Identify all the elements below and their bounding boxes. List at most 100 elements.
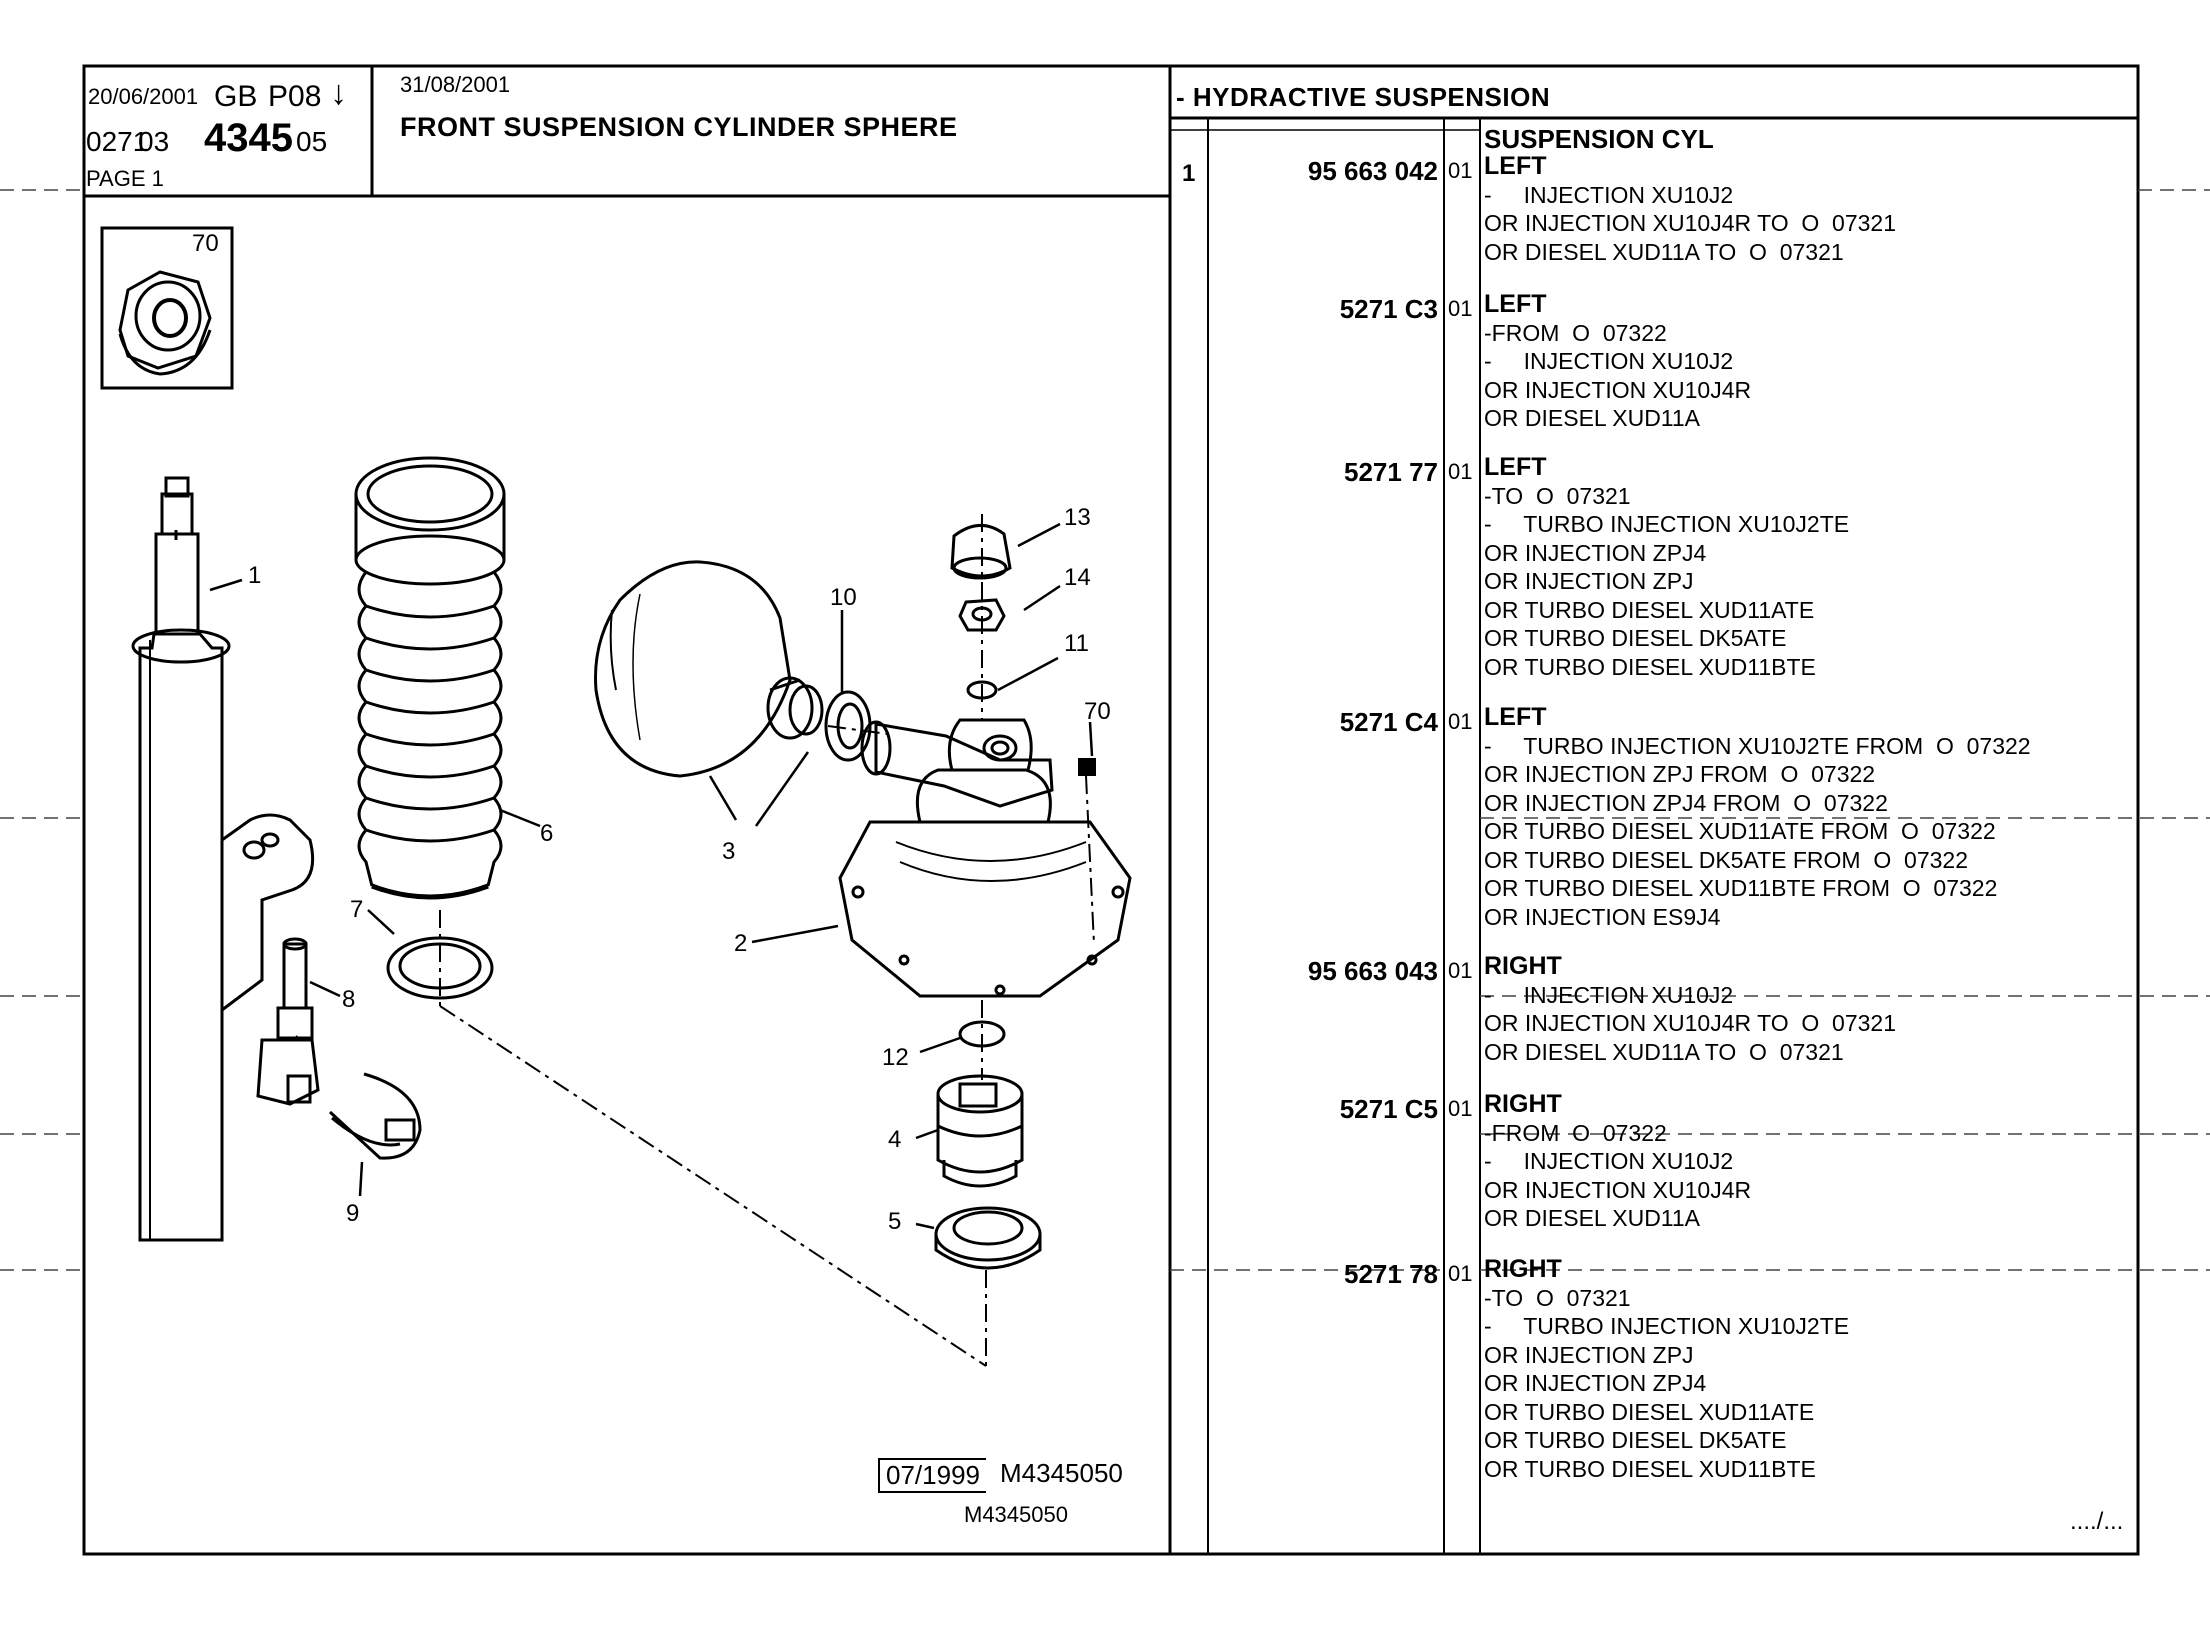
callout-13: 13 (1064, 504, 1091, 531)
diagram-date: 07/1999 (878, 1458, 986, 1493)
part-number: 5271 C3 (1339, 294, 1438, 324)
part-application-line: - INJECTION XU10J2 (1484, 981, 1734, 1008)
callout-14: 14 (1064, 564, 1091, 591)
part-application-line: OR INJECTION ZPJ4 (1484, 1370, 1707, 1396)
callout-12: 12 (882, 1044, 909, 1071)
page-label: PAGE 1 (86, 166, 164, 191)
part-side-label: LEFT (1484, 290, 1547, 318)
part-quantity: 01 (1448, 296, 1473, 321)
valve-4-drawing (936, 1074, 1024, 1188)
diagram-reference: M4345050 (1000, 1458, 1123, 1488)
part-application-line: OR TURBO DIESEL XUD11ATE FROM O 07322 (1484, 818, 1996, 844)
part-quantity: 01 (1448, 1096, 1473, 1121)
part-application-line: OR TURBO DIESEL XUD11ATE (1484, 1398, 1815, 1425)
part-application-line: -TO O 07321 (1484, 1284, 1631, 1311)
part-application-line: OR DIESEL XUD11A TO O 07321 (1484, 238, 1844, 265)
part-application-line: - INJECTION XU10J2 (1484, 348, 1734, 374)
column-title: SUSPENSION CYL (1484, 124, 1714, 154)
part-application-line: OR INJECTION ZPJ4 (1484, 539, 1707, 566)
page-code: P08 (268, 80, 322, 113)
page-title: FRONT SUSPENSION CYLINDER SPHERE (400, 112, 958, 142)
bellows-drawing (354, 456, 506, 900)
part-side-label: LEFT (1484, 453, 1547, 481)
part-number: 5271 77 (1344, 457, 1438, 487)
part-application-line: - TURBO INJECTION XU10J2TE FROM O 07322 (1484, 732, 2031, 759)
seat-5-drawing (934, 1206, 1042, 1270)
part-application-line: OR TURBO DIESEL DK5ATE (1484, 1427, 1787, 1453)
part-side-label: RIGHT (1484, 1090, 1562, 1118)
sensor-8-drawing (256, 937, 320, 1106)
part-side-label: LEFT (1484, 152, 1547, 180)
part-application-line: OR INJECTION ZPJ (1484, 1341, 1694, 1368)
part-number: 5271 C4 (1339, 707, 1438, 737)
part-application-line: OR DIESEL XUD11A TO O 07321 (1484, 1038, 1844, 1065)
part-side-label: RIGHT (1484, 952, 1562, 980)
part-application-line: OR DIESEL XUD11A (1484, 1205, 1701, 1231)
callout-4: 4 (888, 1126, 902, 1153)
callout-2: 2 (734, 930, 748, 957)
part-quantity: 01 (1448, 158, 1473, 183)
part-application-line: OR INJECTION XU10J4R TO O 07321 (1484, 1010, 1897, 1036)
marker-70 (1078, 758, 1096, 776)
part-number: 5271 78 (1344, 1259, 1438, 1289)
strut-drawing (131, 476, 315, 1242)
sphere-3-drawing (594, 560, 824, 778)
part-description: RIGHT-TO O 07321- TURBO INJECTION XU10J2… (1484, 1255, 1849, 1483)
part-application-line: OR TURBO DIESEL XUD11BTE (1484, 1455, 1816, 1482)
part-application-line: OR INJECTION ZPJ FROM O 07322 (1484, 761, 1876, 787)
ref-part1: 0271 (86, 126, 149, 157)
part-side-label: RIGHT (1484, 1255, 1562, 1283)
update-date: 31/08/2001 (400, 72, 511, 97)
callout-70: 70 (1084, 698, 1111, 725)
nut-inset-icon (100, 226, 234, 390)
callout-5: 5 (888, 1208, 902, 1235)
callout-1: 1 (248, 562, 262, 589)
callout-6: 6 (540, 820, 554, 847)
ref-main: 4345 (204, 116, 293, 160)
part-application-line: - TURBO INJECTION XU10J2TE (1484, 1313, 1850, 1339)
part-application-line: -FROM O 07322 (1484, 319, 1667, 346)
callout-7: 7 (350, 896, 364, 923)
diagram-reference-small: M4345050 (964, 1502, 1068, 1527)
callout-9: 9 (346, 1200, 360, 1227)
part-application-line: OR TURBO DIESEL DK5ATE (1484, 625, 1787, 651)
part-application-line: -TO O 07321 (1484, 482, 1631, 509)
ref-part2: 03 (138, 126, 170, 157)
clip-9-drawing (328, 1072, 422, 1160)
part-application-line: OR TURBO DIESEL XUD11ATE (1484, 596, 1815, 623)
part-application-line: OR INJECTION ES9J4 (1484, 903, 1721, 930)
page-frame (82, 64, 2140, 1556)
part-application-line: OR INJECTION ZPJ (1484, 568, 1694, 594)
part-quantity: 01 (1448, 1261, 1473, 1286)
part-application-line: OR TURBO DIESEL XUD11BTE (1484, 653, 1816, 680)
part-application-line: - TURBO INJECTION XU10J2TE (1484, 511, 1850, 537)
part-application-line: OR DIESEL XUD11A (1484, 405, 1701, 431)
cylinder-2-drawing (838, 718, 1132, 998)
callout-3: 3 (722, 838, 736, 865)
part-application-line: OR TURBO DIESEL DK5ATE FROM O 07322 (1484, 846, 1968, 873)
cap-13-drawing (950, 524, 1012, 580)
callout-8: 8 (342, 986, 356, 1013)
arrow-down-icon: ↓ (330, 74, 347, 112)
part-description: LEFT- TURBO INJECTION XU10J2TE FROM O 07… (1484, 703, 2031, 931)
continued-marker: ..../... (2070, 1508, 2124, 1535)
callout-11: 11 (1064, 630, 1089, 657)
print-date: 20/06/2001 (88, 84, 199, 109)
part-side-label: LEFT (1484, 703, 1547, 731)
part-number: 5271 C5 (1339, 1094, 1438, 1124)
part-application-line: OR TURBO DIESEL XUD11BTE FROM O 07322 (1484, 875, 1998, 901)
part-description: LEFT-TO O 07321- TURBO INJECTION XU10J2T… (1484, 453, 1849, 681)
part-application-line: -FROM O 07322 (1484, 1119, 1667, 1146)
part-application-line: OR INJECTION ZPJ4 FROM O 07322 (1484, 789, 1888, 816)
callout-70-inset: 70 (192, 230, 219, 257)
callout-10: 10 (830, 584, 857, 611)
section-title: - HYDRACTIVE SUSPENSION (1176, 82, 1551, 112)
part-number: 95 663 042 (1307, 156, 1438, 186)
part-quantity: 01 (1448, 709, 1473, 734)
part-quantity: 01 (1448, 459, 1473, 484)
part-application-line: - INJECTION XU10J2 (1484, 181, 1734, 208)
